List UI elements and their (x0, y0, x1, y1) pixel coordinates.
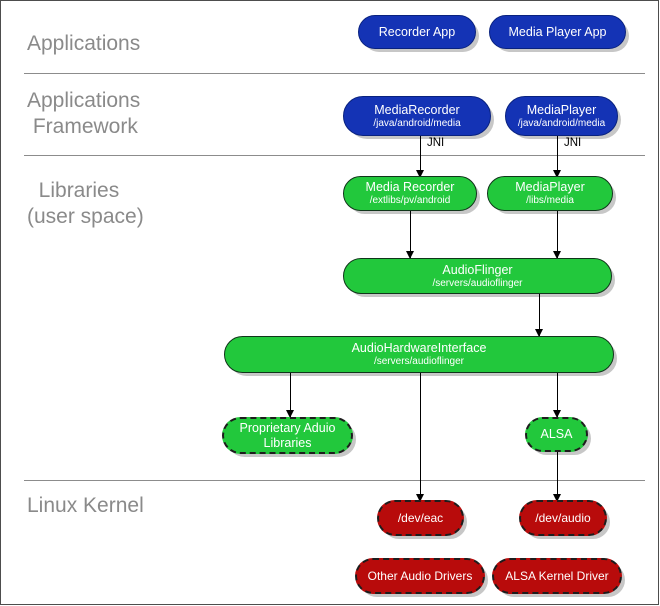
arrowhead-mediarecorder-jni (416, 170, 424, 178)
node-proprietary-audio-libraries-title-line2: Libraries (263, 435, 312, 450)
arrowhead-audioflinger-to-audiohardwareinterface (535, 329, 543, 337)
node-audioflinger-title: AudioFlinger (442, 262, 513, 277)
node-recorder-app[interactable]: Recorder App (358, 15, 476, 49)
node-proprietary-audio-libraries[interactable]: Proprietary Aduio Libraries (222, 417, 353, 454)
node-mediaplayer-library-title: MediaPlayer (515, 180, 585, 194)
node-media-recorder-library-path: /extlibs/pv/android (369, 195, 451, 206)
arrowhead-ahi-to-alsa (553, 410, 561, 418)
connector-ahi-to-dev-eac (420, 373, 422, 501)
node-audioflinger[interactable]: AudioFlinger /servers/audioflinger (343, 258, 612, 294)
layer-label-applications-framework: Applications Framework (27, 89, 141, 138)
node-mediaplayer-library[interactable]: MediaPlayer /libs/media (487, 176, 613, 211)
node-mediaplayer-framework[interactable]: MediaPlayer /java/android/media (505, 96, 618, 136)
node-mediaplayer-library-path: /libs/media (526, 195, 574, 206)
node-audioflinger-path: /servers/audioflinger (432, 277, 523, 289)
arrowhead-alsa-to-dev-audio (553, 494, 561, 502)
node-dev-eac[interactable]: /dev/eac (377, 500, 464, 536)
node-proprietary-audio-libraries-title: Proprietary Aduio (239, 420, 336, 435)
node-dev-eac-title: /dev/eac (397, 510, 444, 525)
node-mediaplayer-framework-path: /java/android/media (517, 117, 606, 129)
arrowhead-mediaplayer-to-audioflinger (553, 251, 561, 259)
node-alsa-kernel-driver[interactable]: ALSA Kernel Driver (492, 558, 622, 594)
edge-label-jni-right: JNI (564, 137, 582, 149)
edge-label-jni-left: JNI (427, 137, 445, 149)
connector-audioflinger-to-audiohardwareinterface (539, 294, 541, 336)
connector-mediaplayer-to-audioflinger (557, 211, 559, 258)
node-mediarecorder-framework-path: /java/android/media (373, 117, 461, 129)
node-media-recorder-library-title: Media Recorder (365, 180, 455, 194)
node-other-audio-drivers-title: Other Audio Drivers (367, 568, 473, 583)
connector-mediarecorder-to-audioflinger (410, 211, 412, 258)
connector-mediaplayer-jni (557, 136, 559, 176)
node-audiohardwareinterface-path: /servers/audioflinger (373, 356, 465, 367)
connector-ahi-to-proprietary-libraries (290, 373, 292, 417)
arrowhead-ahi-to-dev-eac (416, 494, 424, 502)
node-dev-audio[interactable]: /dev/audio (519, 500, 607, 536)
node-dev-audio-title: /dev/audio (535, 510, 591, 525)
node-mediarecorder-framework[interactable]: MediaRecorder /java/android/media (343, 96, 491, 136)
arrowhead-ahi-to-proprietary-libraries (286, 410, 294, 418)
node-other-audio-drivers[interactable]: Other Audio Drivers (355, 558, 485, 594)
node-media-player-app[interactable]: Media Player App (489, 15, 626, 49)
node-alsa[interactable]: ALSA (525, 417, 588, 452)
node-mediaplayer-framework-title: MediaPlayer (526, 102, 597, 117)
node-media-recorder-library[interactable]: Media Recorder /extlibs/pv/android (343, 176, 477, 211)
node-audiohardwareinterface[interactable]: AudioHardwareInterface /servers/audiofli… (224, 336, 614, 373)
connector-alsa-to-dev-audio (557, 452, 559, 501)
node-media-player-app-title: Media Player App (508, 24, 607, 39)
divider-applications-framework (24, 155, 645, 156)
node-mediarecorder-framework-title: MediaRecorder (374, 102, 460, 117)
layer-label-linux-kernel: Linux Kernel (27, 494, 144, 517)
arrowhead-mediaplayer-jni (553, 170, 561, 178)
arrowhead-mediarecorder-to-audioflinger (406, 251, 414, 259)
divider-linux-kernel (24, 480, 645, 481)
node-audiohardwareinterface-title: AudioHardwareInterface (351, 341, 487, 355)
layer-label-libraries: Libraries (user space) (27, 179, 144, 228)
connector-ahi-to-alsa (557, 373, 559, 417)
node-alsa-kernel-driver-title: ALSA Kernel Driver (505, 568, 609, 583)
connector-mediarecorder-jni (420, 136, 422, 176)
divider-applications (24, 73, 645, 74)
node-alsa-title: ALSA (540, 427, 573, 441)
layer-label-applications: Applications (27, 32, 141, 55)
node-recorder-app-title: Recorder App (378, 24, 456, 39)
